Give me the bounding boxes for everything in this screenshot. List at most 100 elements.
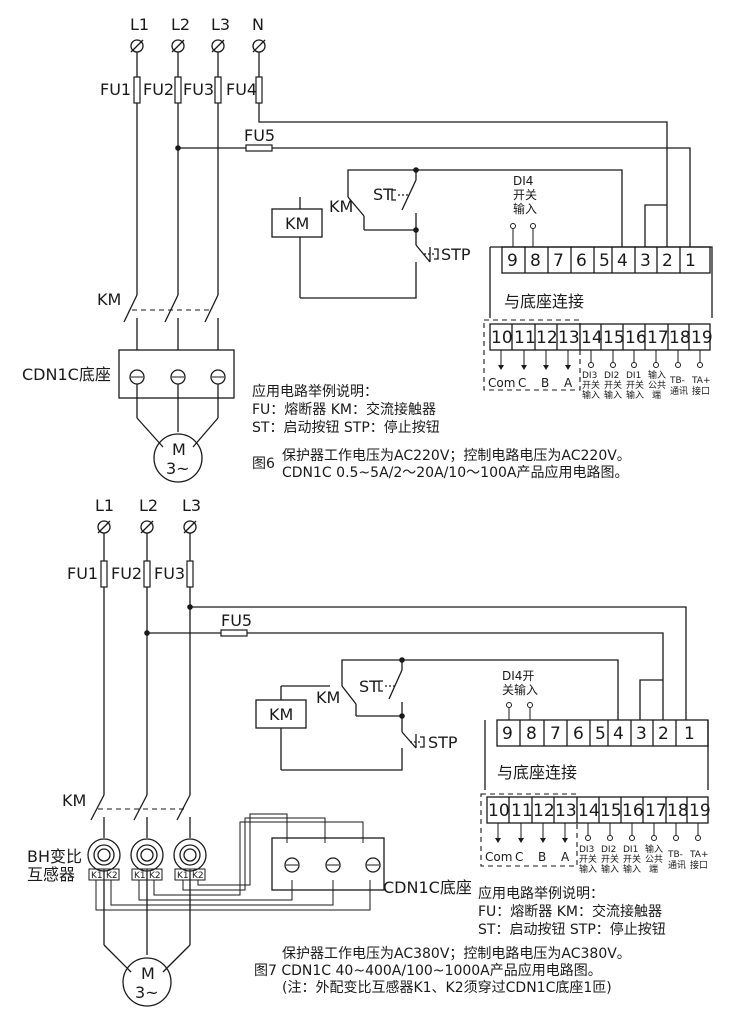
fuse-label: FU3 (183, 80, 214, 99)
fuse-symbols (133, 76, 263, 104)
com-dashed-box (483, 319, 581, 391)
bh-label: 互感器 (27, 865, 75, 884)
km-main-label: KM (97, 290, 121, 309)
fuse-label: FU2 (111, 564, 142, 583)
ct-terminal: K2 (149, 871, 161, 881)
figure-7: L1 L2 L3 FU1 FU2 FU3 FU5 KM (27, 496, 711, 1007)
di2-label: 输入 (604, 389, 622, 401)
ct-terminal: K2 (106, 871, 118, 881)
motor-label: 3~ (135, 983, 159, 1002)
ct-terminal: K1 (91, 871, 103, 881)
fu5-label: FU5 (244, 126, 275, 145)
terminal: 10 (488, 801, 510, 821)
ct-terminal: K1 (134, 871, 146, 881)
terminal: 16 (625, 328, 647, 348)
base-label: CDN1C底座 (22, 365, 111, 384)
com-label: A (561, 850, 570, 864)
motor-label: 3~ (166, 459, 190, 478)
di1-label: 开关 (626, 379, 644, 391)
terminal: 13 (558, 328, 580, 348)
motor-label: M (141, 964, 155, 983)
ta-label: 接口 (690, 859, 708, 871)
com-label: Com (488, 376, 515, 390)
com-label: B (541, 376, 549, 390)
km-coil-label: KM (285, 214, 309, 233)
terminal-symbols (130, 39, 266, 53)
km-main-label: KM (62, 791, 86, 810)
terminal: 19 (689, 801, 711, 821)
terminal: 12 (536, 328, 558, 348)
phase-label: L2 (139, 496, 158, 515)
di2-label: 开关 (604, 379, 622, 391)
di4-label: 开关 (513, 188, 537, 202)
terminal: 6 (573, 724, 584, 744)
fuse-label: FU1 (100, 80, 131, 99)
terminal: 8 (526, 724, 537, 744)
di3-label: DI3 (582, 371, 597, 381)
st-label: ST (373, 185, 393, 204)
phase-label: L3 (211, 15, 230, 34)
di3-label: DI3 (579, 845, 594, 855)
legend-line: ST：启动按钮 STP：停止按钮 (478, 921, 666, 938)
motor-label: M (172, 440, 186, 459)
di4-label: 关输入 (502, 682, 538, 697)
terminal: 4 (617, 251, 628, 271)
phase-label: L1 (130, 15, 149, 34)
di3-label: 输入 (582, 389, 600, 401)
terminal: 11 (511, 801, 533, 821)
com-dashed-box (480, 793, 578, 867)
caption-line: 图7 CDN1C 40~400A/100~1000A产品应用电路图。 (254, 962, 602, 979)
terminal: 7 (553, 251, 564, 271)
legend-line: FU：熔断器 KM：交流接触器 (478, 903, 662, 920)
di3-label: 输入 (579, 863, 597, 875)
terminal: 9 (507, 251, 518, 271)
phase-label: L2 (171, 15, 190, 34)
fuse-symbols (100, 560, 194, 588)
ct-wiring (95, 813, 371, 911)
terminal: 11 (514, 328, 536, 348)
terminal: 14 (578, 801, 600, 821)
terminal: 8 (530, 251, 541, 271)
com-label: C (515, 850, 523, 864)
di2-label: 输入 (601, 863, 619, 875)
common-label: 输入 (648, 369, 666, 381)
com-label: A (564, 376, 573, 390)
caption-line: (注：外配变比互感器K1、K2须穿过CDN1C底座1匝) (282, 979, 612, 996)
motor (122, 957, 172, 1007)
di4-label: DI4 (513, 174, 533, 188)
terminal: 18 (669, 328, 691, 348)
tb-label: TB- (667, 850, 683, 860)
terminal: 3 (636, 724, 647, 744)
common-label: 端 (649, 863, 658, 875)
phase-label: N (252, 15, 264, 34)
ta-label: 接口 (692, 385, 710, 397)
terminal: 4 (613, 724, 624, 744)
legend-line: FU：熔断器 KM：交流接触器 (252, 401, 436, 418)
di1-label: DI1 (623, 845, 638, 855)
caption-line: 保护器工作电压为AC220V；控制电路电压为AC220V。 (282, 448, 631, 464)
di2-label: DI2 (604, 371, 619, 381)
top-terminal-block (501, 246, 711, 274)
fuse-label: FU1 (67, 564, 98, 583)
tb-label: 通讯 (668, 860, 686, 871)
cdn1c-base (271, 837, 385, 891)
terminal: 10 (491, 328, 513, 348)
ta-label: TA+ (689, 850, 709, 860)
terminal: 3 (640, 251, 651, 271)
tb-label: 通讯 (670, 386, 688, 397)
terminal: 5 (599, 251, 610, 271)
terminal: 15 (600, 801, 622, 821)
km-aux-label: KM (316, 688, 340, 707)
di2-label: DI2 (601, 845, 616, 855)
ta-label: TA+ (691, 376, 711, 386)
di1-label: 输入 (623, 863, 641, 875)
tb-label: TB- (669, 376, 685, 386)
terminal: 16 (622, 801, 644, 821)
terminal: 5 (595, 724, 606, 744)
di3-label: 开关 (582, 379, 600, 391)
stp-label: STP (441, 245, 471, 264)
terminal: 17 (647, 328, 669, 348)
terminal: 1 (684, 724, 695, 744)
stp-label: STP (428, 733, 458, 752)
com-label: B (538, 850, 546, 864)
